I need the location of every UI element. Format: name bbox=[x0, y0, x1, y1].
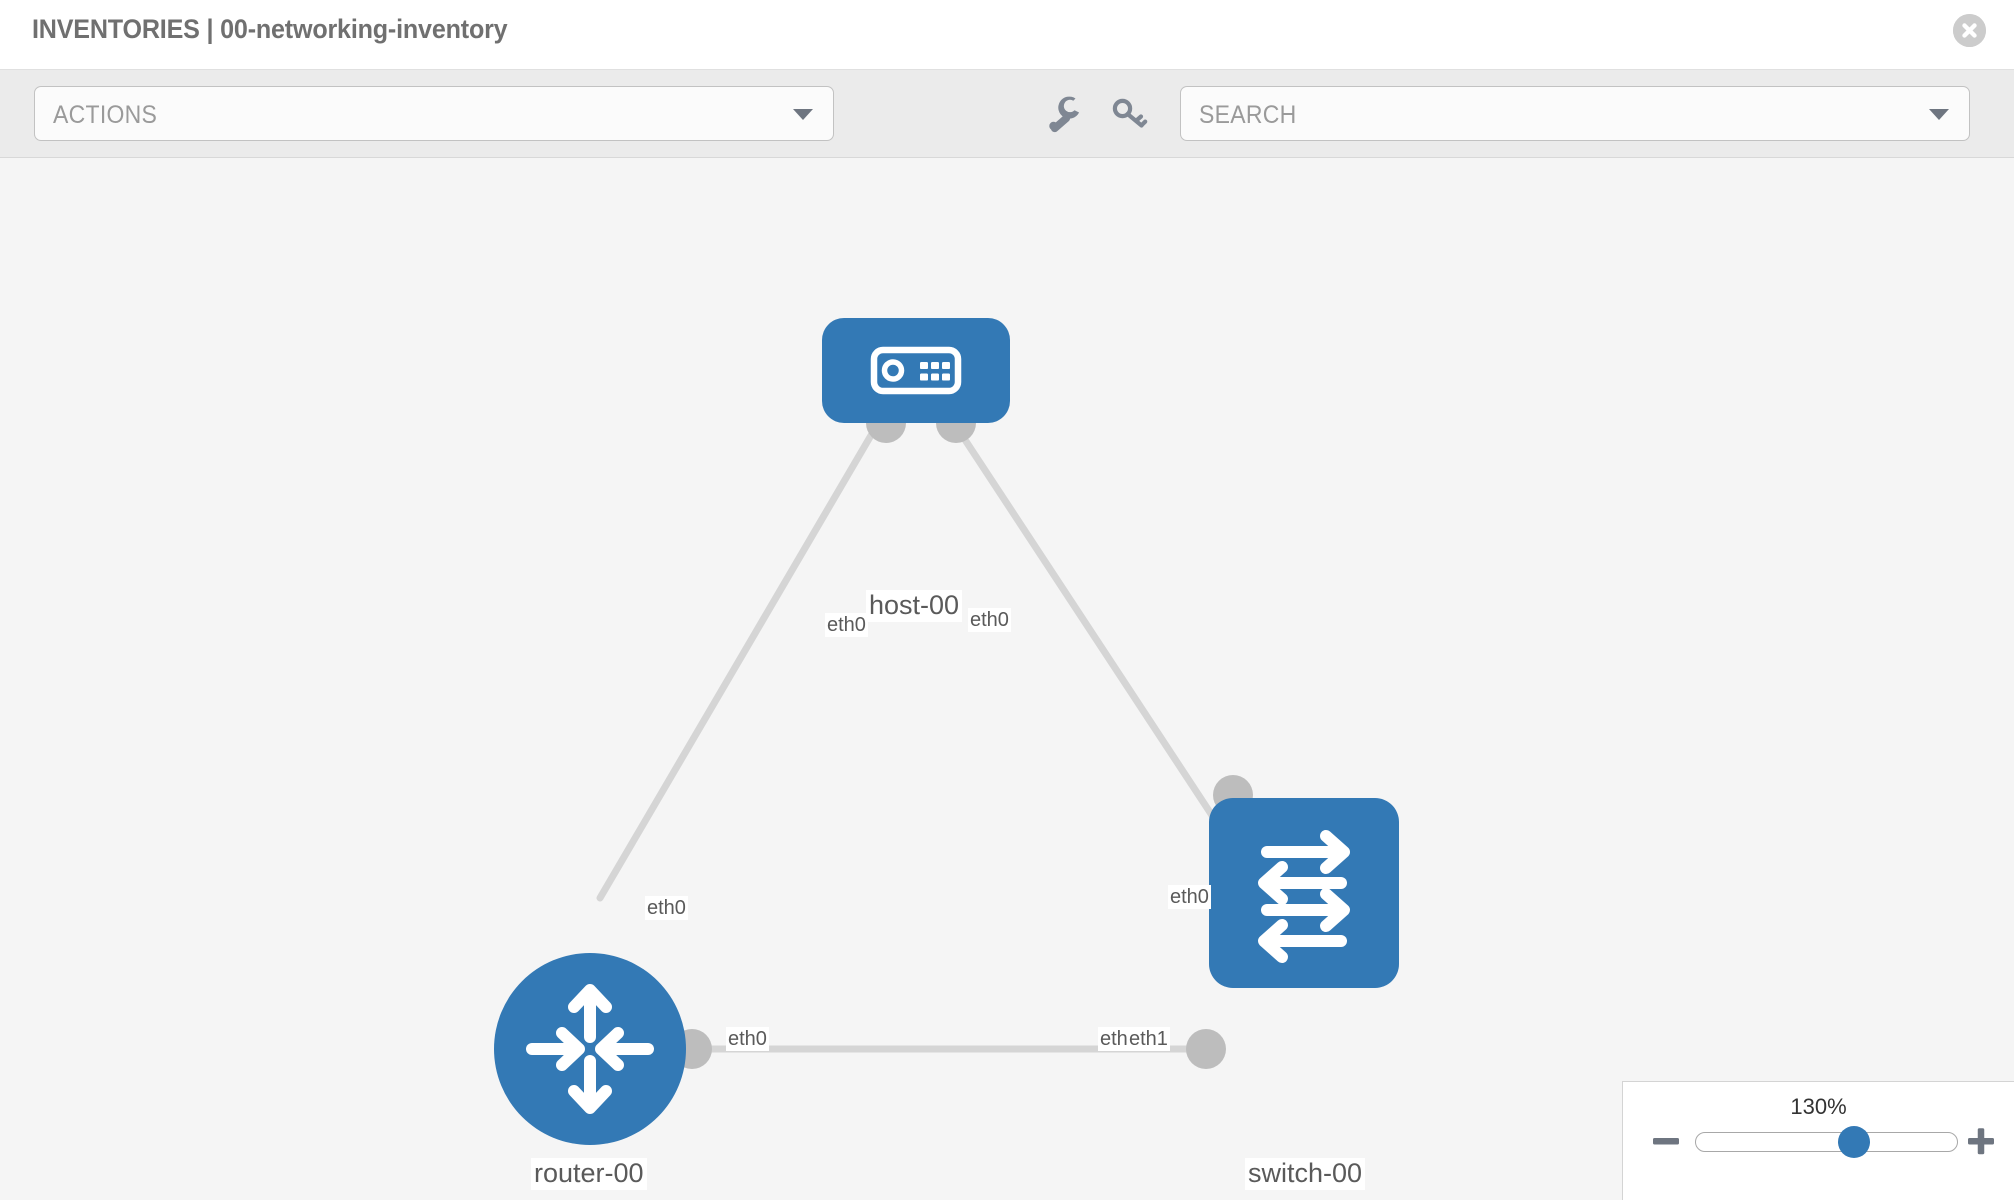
minus-icon[interactable] bbox=[1651, 1126, 1681, 1156]
iface-label-host-right-eth0: eth0 bbox=[968, 608, 1011, 632]
close-icon[interactable] bbox=[1953, 14, 1986, 47]
key-icon[interactable] bbox=[1107, 92, 1151, 136]
actions-dropdown[interactable]: ACTIONS bbox=[34, 86, 834, 141]
port-switch-left[interactable] bbox=[1186, 1029, 1226, 1069]
iface-label-switch-left-eth1: eth1 bbox=[1127, 1027, 1170, 1051]
switch-arrows-icon bbox=[1258, 830, 1350, 963]
search-input[interactable]: SEARCH bbox=[1180, 86, 1970, 141]
chevron-down-icon bbox=[793, 108, 813, 120]
plus-icon[interactable] bbox=[1966, 1126, 1996, 1156]
actions-dropdown-label: ACTIONS bbox=[53, 101, 158, 129]
wrench-icon[interactable] bbox=[1043, 92, 1087, 136]
page-header: INVENTORIES | 00-networking-inventory bbox=[0, 0, 2014, 70]
node-host-00[interactable] bbox=[822, 318, 1010, 423]
node-switch-00[interactable] bbox=[1209, 798, 1399, 988]
iface-label-host-left-eth0: eth0 bbox=[825, 613, 868, 637]
iface-label-switch-up-eth0: eth0 bbox=[1168, 885, 1211, 909]
node-router-00[interactable] bbox=[494, 953, 686, 1145]
page-title: INVENTORIES | 00-networking-inventory bbox=[32, 14, 508, 44]
router-arrows-icon bbox=[526, 984, 654, 1114]
link-host-switch bbox=[948, 416, 1244, 862]
topology-canvas[interactable]: host-00 router-00 switch-00 eth0 eth0 et… bbox=[0, 158, 2014, 1200]
search-placeholder: SEARCH bbox=[1199, 101, 1297, 129]
link-host-router bbox=[596, 416, 884, 902]
topology-links bbox=[596, 416, 1244, 1053]
chevron-down-icon bbox=[1929, 108, 1949, 120]
node-label-switch-00: switch-00 bbox=[1245, 1158, 1366, 1190]
toolbar: ACTIONS SEARC bbox=[0, 70, 2014, 158]
zoom-control-panel: 130% bbox=[1622, 1081, 2014, 1200]
zoom-slider-handle[interactable] bbox=[1838, 1126, 1871, 1158]
node-label-host-00: host-00 bbox=[866, 590, 963, 622]
iface-label-router-right-eth0: eth0 bbox=[726, 1027, 769, 1051]
node-label-router-00: router-00 bbox=[531, 1158, 647, 1190]
server-icon bbox=[870, 346, 962, 395]
iface-label-router-up-eth0: eth0 bbox=[645, 896, 688, 920]
zoom-slider-track[interactable] bbox=[1695, 1132, 1958, 1152]
zoom-percent-label: 130% bbox=[1790, 1094, 1847, 1119]
